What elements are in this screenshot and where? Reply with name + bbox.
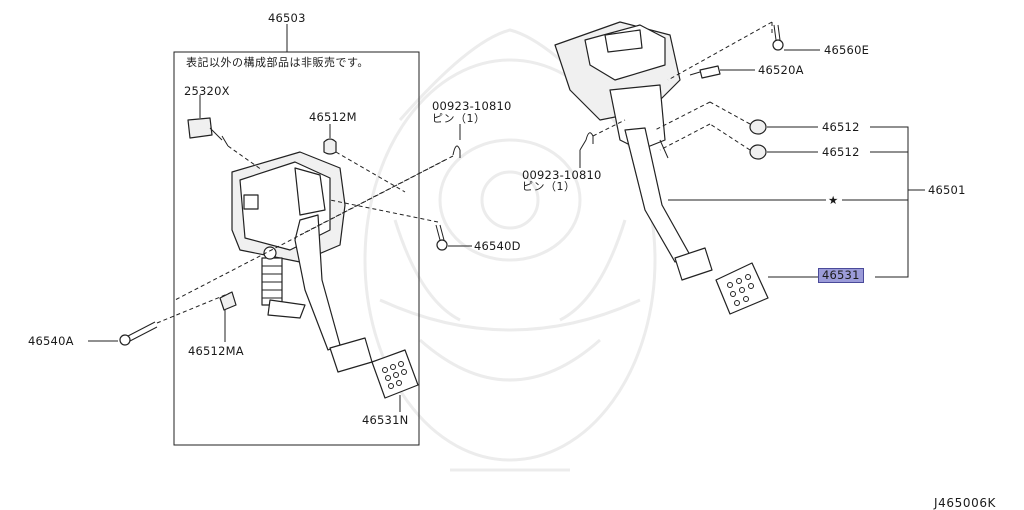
pin-right bbox=[585, 132, 594, 144]
right-pedal-assembly bbox=[554, 21, 713, 281]
bolt-46540D bbox=[435, 224, 448, 251]
label-46512M[interactable]: 46512M bbox=[309, 110, 357, 124]
bushing-46512-lower bbox=[749, 144, 767, 160]
label-46531-selected[interactable]: 46531 bbox=[818, 268, 864, 283]
label-46540D[interactable]: 46540D bbox=[474, 239, 521, 253]
assembly-frame-46503 bbox=[173, 51, 420, 446]
left-pedal-assembly bbox=[231, 151, 373, 373]
bolt-46560E bbox=[772, 24, 784, 51]
bolt-46520A bbox=[689, 65, 721, 79]
pedal-pad-46531 bbox=[715, 262, 769, 315]
label-46531N[interactable]: 46531N bbox=[362, 413, 409, 427]
watermark-emblem bbox=[363, 28, 657, 472]
label-46520A[interactable]: 46520A bbox=[758, 63, 804, 77]
pin-left bbox=[452, 145, 461, 158]
not-sold-note: 表記以外の構成部品は非販売です。 bbox=[186, 56, 369, 69]
pedal-pad-46531N bbox=[371, 349, 419, 399]
star-marker: ★ bbox=[828, 193, 839, 207]
bushing-46512M bbox=[323, 138, 337, 155]
label-46540A[interactable]: 46540A bbox=[28, 334, 74, 348]
label-46512-lower[interactable]: 46512 bbox=[822, 145, 860, 159]
label-46512-upper[interactable]: 46512 bbox=[822, 120, 860, 134]
diagram-code: J465006K bbox=[934, 496, 997, 510]
label-46512MA[interactable]: 46512MA bbox=[188, 344, 244, 358]
bushing-46512-upper bbox=[749, 119, 767, 135]
label-pin-left-desc: ピン（1） bbox=[432, 112, 486, 125]
label-pin-right-code[interactable]: 00923-10810 bbox=[522, 168, 602, 182]
label-46503[interactable]: 46503 bbox=[268, 11, 306, 25]
switch-25320X bbox=[187, 117, 229, 147]
bolt-46540A bbox=[119, 321, 158, 346]
label-pin-left-code[interactable]: 00923-10810 bbox=[432, 99, 512, 113]
label-pin-right-desc: ピン（1） bbox=[522, 180, 576, 193]
bushing-46512MA bbox=[219, 291, 237, 311]
label-25320X[interactable]: 25320X bbox=[184, 84, 230, 98]
label-46501[interactable]: 46501 bbox=[928, 183, 966, 197]
label-46560E[interactable]: 46560E bbox=[824, 43, 870, 57]
